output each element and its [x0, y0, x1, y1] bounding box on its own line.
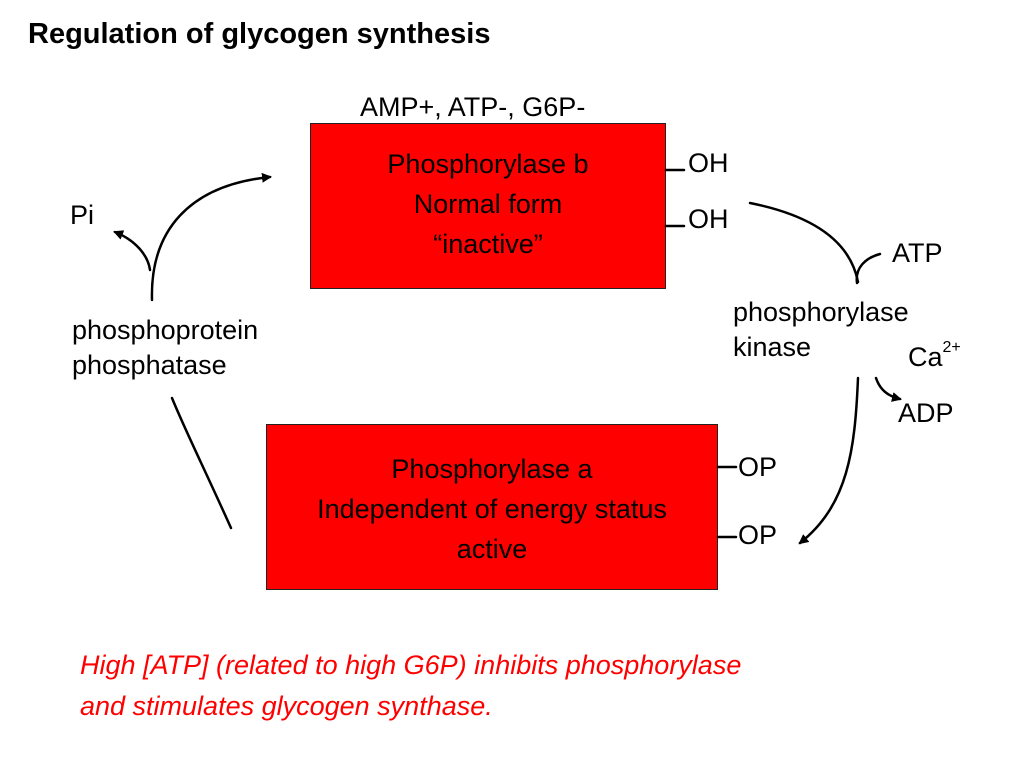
atp-substrate-label: ATP — [892, 238, 943, 268]
adp-product-label: ADP — [898, 398, 954, 428]
phosphatase-name-line2: phosphatase — [72, 350, 227, 381]
phosphorylase-a-box: Phosphorylase a Independent of energy st… — [266, 424, 718, 590]
hydroxyl-group-2: OH — [688, 204, 729, 234]
phosphorylase-b-box: Phosphorylase b Normal form “inactive” — [310, 123, 666, 289]
calcium-charge: 2+ — [942, 339, 961, 356]
pi-release-arrow — [113, 230, 152, 272]
kinase-name-line1: phosphorylase — [733, 297, 909, 327]
kinase-name-line2: kinase — [733, 332, 812, 363]
calcium-cofactor-label: Ca2+ — [908, 339, 961, 375]
phosphorylase-b-name: Phosphorylase b — [387, 149, 589, 179]
phosphorylase-a-state: active — [456, 534, 528, 564]
phosphorylase-b-state: “inactive” — [433, 229, 543, 259]
phosphorylase-a-description: Independent of energy status — [317, 494, 667, 524]
regulation-note-line1: High [ATP] (related to high G6P) inhibit… — [80, 650, 742, 680]
adp-release-arrow — [874, 376, 902, 402]
regulation-note: High [ATP] (related to high G6P) inhibit… — [80, 645, 980, 727]
kinase-arc-upper — [748, 201, 860, 284]
phosphorylase-a-name: Phosphorylase a — [391, 454, 593, 484]
allosteric-effectors-label: AMP+, ATP-, G6P- — [360, 92, 586, 122]
atp-input-hook — [855, 252, 882, 285]
phosphoprotein-phosphatase-label: phosphoprotein phosphatase — [72, 313, 258, 383]
page-title: Regulation of glycogen synthesis — [28, 18, 491, 50]
phosphate-group-1: OP — [738, 452, 778, 482]
phosphatase-arrow-to-b — [150, 172, 272, 302]
calcium-symbol: Ca — [908, 342, 943, 372]
phosphate-release-label: Pi — [70, 200, 95, 230]
kinase-arrow-to-a — [798, 376, 860, 545]
regulation-note-line2: and stimulates glycogen synthase. — [80, 691, 493, 721]
phosphatase-name-line1: phosphoprotein — [72, 315, 259, 345]
phosphorylase-kinase-label: phosphorylase kinase — [733, 295, 909, 365]
phosphate-group-2: OP — [738, 520, 778, 550]
phosphorylase-b-form: Normal form — [413, 189, 563, 219]
phosphatase-arc-lower — [170, 396, 233, 530]
hydroxyl-group-1: OH — [688, 148, 729, 178]
